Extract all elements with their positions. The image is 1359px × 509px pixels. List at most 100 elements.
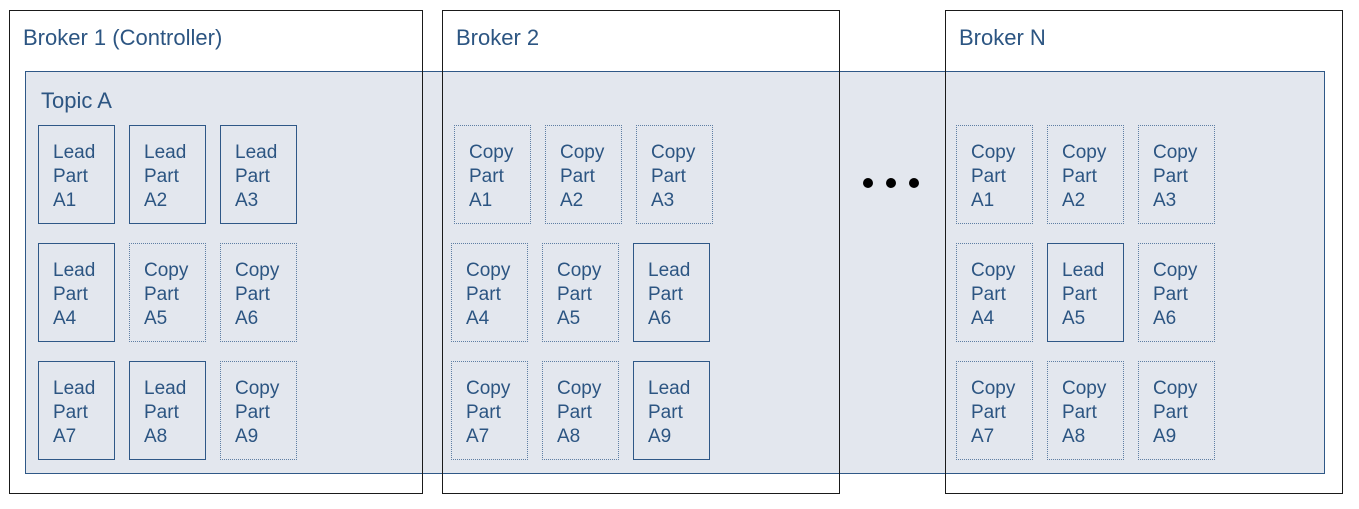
partition-word-label: Part [53,284,88,305]
partition-role-label: Copy [1062,378,1107,399]
partition-role-label: Copy [971,142,1016,163]
partition-word-label: Part [53,402,88,423]
partition-role-label: Lead [144,142,187,163]
partition-id-label: A9 [235,426,259,447]
partition-word-label: Part [560,166,595,187]
partition-id-label: A6 [1153,308,1177,329]
partition-word-label: Part [53,166,88,187]
partition-role-label: Copy [1062,142,1107,163]
partition-role-label: Copy [557,378,602,399]
partition-role-label: Copy [1153,142,1198,163]
broker-2-title: Broker 2 [456,25,540,50]
partition-id-label: A1 [971,190,995,211]
partition-id-label: A1 [53,190,77,211]
partition-role-label: Lead [648,378,691,399]
partition-word-label: Part [1153,166,1188,187]
partition-word-label: Part [557,402,592,423]
partition-role-label: Copy [557,260,602,281]
partition-role-label: Copy [466,260,511,281]
partition-role-label: Lead [144,378,187,399]
partition-role-label: Copy [1153,378,1198,399]
partition-word-label: Part [1153,402,1188,423]
partition-id-label: A7 [466,426,490,447]
partition-word-label: Part [971,166,1006,187]
partition-word-label: Part [1153,284,1188,305]
partition-role-label: Copy [1153,260,1198,281]
partition-id-label: A4 [466,308,490,329]
partition-id-label: A8 [557,426,581,447]
partition-id-label: A3 [1153,190,1177,211]
partition-word-label: Part [557,284,592,305]
partition-id-label: A7 [53,426,77,447]
partition-id-label: A9 [648,426,672,447]
partition-id-label: A3 [235,190,259,211]
partition-word-label: Part [144,402,179,423]
partition-word-label: Part [235,166,270,187]
partition-role-label: Copy [971,378,1016,399]
partition-word-label: Part [235,284,270,305]
partition-role-label: Copy [651,142,696,163]
partition-word-label: Part [971,284,1006,305]
partition-word-label: Part [648,284,683,305]
partition-role-label: Copy [560,142,605,163]
partition-role-label: Copy [469,142,514,163]
partition-word-label: Part [466,284,501,305]
partition-word-label: Part [144,284,179,305]
partition-id-label: A5 [1062,308,1086,329]
partition-id-label: A4 [971,308,995,329]
partition-role-label: Lead [648,260,691,281]
partition-role-label: Copy [144,260,189,281]
partition-id-label: A6 [235,308,259,329]
partition-id-label: A4 [53,308,77,329]
broker-n-title: Broker N [959,25,1046,50]
partition-id-label: A8 [144,426,168,447]
partition-word-label: Part [1062,402,1097,423]
partition-role-label: Copy [466,378,511,399]
partition-role-label: Copy [971,260,1016,281]
partition-word-label: Part [144,166,179,187]
partition-id-label: A1 [469,190,493,211]
partition-id-label: A5 [557,308,581,329]
partition-id-label: A6 [648,308,672,329]
partition-id-label: A2 [144,190,168,211]
partition-id-label: A2 [1062,190,1086,211]
broker-1-box: Broker 1 (Controller) [9,10,423,494]
partition-role-label: Lead [1062,260,1105,281]
partition-word-label: Part [1062,166,1097,187]
partition-word-label: Part [648,402,683,423]
partition-role-label: Lead [53,378,96,399]
partition-word-label: Part [466,402,501,423]
broker-n-box: Broker N [945,10,1343,494]
partition-word-label: Part [971,402,1006,423]
partition-id-label: A8 [1062,426,1086,447]
broker-1-title: Broker 1 (Controller) [23,25,223,50]
broker-2-box: Broker 2 [442,10,840,494]
partition-id-label: A3 [651,190,675,211]
partition-id-label: A7 [971,426,995,447]
partition-word-label: Part [469,166,504,187]
ellipsis-icon [858,174,928,194]
